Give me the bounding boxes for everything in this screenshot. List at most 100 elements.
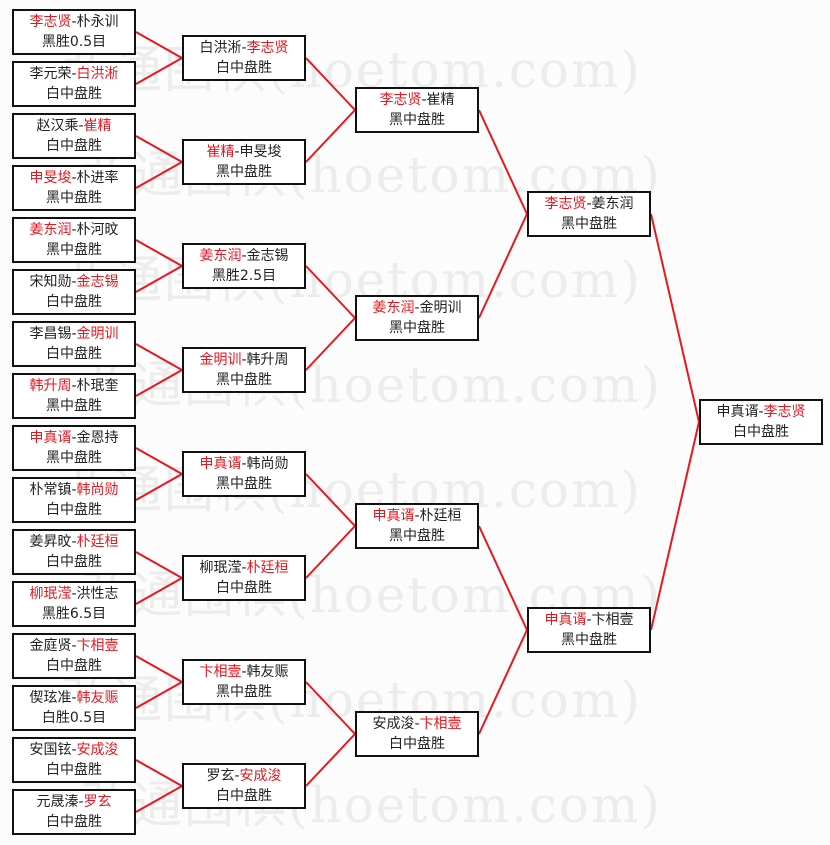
match-result: 白中盘胜 xyxy=(46,502,102,518)
player-black: 姜东润 xyxy=(199,248,242,264)
match-box: 申真谞-李志贤白中盘胜 xyxy=(699,399,823,445)
player-black: 李志贤 xyxy=(379,92,422,108)
bracket-connector xyxy=(305,525,356,579)
bracket-connector xyxy=(135,681,183,709)
player-black: 申真谞 xyxy=(29,430,72,446)
match-players: 元晟溱-罗玄 xyxy=(14,792,134,812)
match-players: 柳珉滢-洪性志 xyxy=(14,584,134,604)
bracket-connector xyxy=(305,733,356,787)
player-white: 白洪淅 xyxy=(76,66,119,82)
player-white: 卞相壹 xyxy=(591,612,634,628)
match-result: 黑中盘胜 xyxy=(389,528,445,544)
player-black: 李志贤 xyxy=(544,196,587,212)
player-black: 安成浚 xyxy=(372,716,415,732)
match-box: 金明训-韩升周黑中盘胜 xyxy=(182,347,306,393)
match-box: 韩升周-朴珉奎黑中盘胜 xyxy=(12,373,136,419)
match-result: 黑中盘胜 xyxy=(561,216,617,232)
player-black: 李元荣 xyxy=(29,66,72,82)
bracket-connector xyxy=(478,109,528,215)
separator: - xyxy=(71,534,77,550)
match-box: 申真谞-卞相壹黑中盘胜 xyxy=(527,607,651,653)
match-players: 姜东润-朴河旼 xyxy=(14,220,134,240)
separator: - xyxy=(71,482,77,498)
bracket-connector xyxy=(135,343,183,371)
match-result: 白中盘胜 xyxy=(46,554,102,570)
separator: - xyxy=(78,118,84,134)
player-white: 金志锡 xyxy=(246,248,289,264)
match-players: 宋知勋-金志锡 xyxy=(14,272,134,292)
player-white: 申旻埈 xyxy=(239,144,282,160)
match-result: 白中盘胜 xyxy=(46,138,102,154)
player-white: 韩尚勋 xyxy=(76,482,119,498)
player-white: 金志锡 xyxy=(76,274,119,290)
separator: - xyxy=(71,222,77,238)
separator: - xyxy=(414,716,420,732)
player-black: 申真谞 xyxy=(372,508,415,524)
bracket-connector xyxy=(135,31,183,59)
bracket-connector xyxy=(135,57,183,85)
player-black: 安国铉 xyxy=(29,742,72,758)
player-black: 申真谞 xyxy=(544,612,587,628)
match-players: 申旻埈-朴进率 xyxy=(14,168,134,188)
bracket-connector xyxy=(135,239,183,267)
match-players: 朴常镇-韩尚勋 xyxy=(14,480,134,500)
match-result: 黑中盘胜 xyxy=(216,684,272,700)
bracket-connector xyxy=(305,317,356,371)
match-box: 申旻埈-朴进率黑中盘胜 xyxy=(12,165,136,211)
match-players: 姜东润-金志锡 xyxy=(184,246,304,266)
match-players: 偰玹准-韩友赈 xyxy=(14,688,134,708)
bracket-connector xyxy=(305,473,356,527)
player-black: 金庭贤 xyxy=(29,638,72,654)
bracket-connector xyxy=(135,759,183,787)
player-white: 朴廷桓 xyxy=(419,508,462,524)
player-black: 李昌锡 xyxy=(29,326,72,342)
player-white: 金明训 xyxy=(76,326,119,342)
match-players: 韩升周-朴珉奎 xyxy=(14,376,134,396)
player-white: 朴廷桓 xyxy=(246,560,289,576)
player-white: 安成浚 xyxy=(76,742,119,758)
player-white: 金明训 xyxy=(419,300,462,316)
match-box: 李志贤-朴永训黑胜0.5目 xyxy=(12,9,136,55)
separator: - xyxy=(241,456,247,472)
match-result: 黑中盘胜 xyxy=(46,242,102,258)
player-black: 柳珉滢 xyxy=(199,560,242,576)
match-result: 黑中盘胜 xyxy=(216,164,272,180)
match-result: 白中盘胜 xyxy=(216,580,272,596)
player-black: 柳珉滢 xyxy=(29,586,72,602)
separator: - xyxy=(414,300,420,316)
match-result: 白胜0.5目 xyxy=(41,710,107,726)
match-box: 李元荣-白洪淅白中盘胜 xyxy=(12,61,136,107)
match-result: 白中盘胜 xyxy=(46,658,102,674)
player-white: 朴廷桓 xyxy=(76,534,119,550)
bracket-connector xyxy=(135,135,183,163)
player-black: 罗玄 xyxy=(206,768,235,784)
separator: - xyxy=(234,144,240,160)
match-box: 申真谞-韩尚勋黑中盘胜 xyxy=(182,451,306,497)
match-result: 黑中盘胜 xyxy=(389,112,445,128)
player-white: 朴永训 xyxy=(76,14,119,30)
match-players: 申真谞-韩尚勋 xyxy=(184,454,304,474)
player-white: 韩尚勋 xyxy=(246,456,289,472)
match-players: 申真谞-朴廷桓 xyxy=(357,506,477,526)
player-black: 申旻埈 xyxy=(29,170,72,186)
player-black: 朴常镇 xyxy=(29,482,72,498)
bracket-connector xyxy=(135,577,183,605)
bracket-connector xyxy=(135,161,183,189)
player-black: 偰玹准 xyxy=(29,690,72,706)
match-players: 白洪淅-李志贤 xyxy=(184,38,304,58)
player-white: 李志贤 xyxy=(763,404,806,420)
match-result: 黑中盘胜 xyxy=(216,476,272,492)
match-box: 白洪淅-李志贤白中盘胜 xyxy=(182,35,306,81)
player-white: 安成浚 xyxy=(239,768,282,784)
player-white: 卞相壹 xyxy=(419,716,462,732)
bracket-connector xyxy=(135,265,183,293)
bracket-connector xyxy=(305,265,356,319)
match-box: 安国铉-安成浚白中盘胜 xyxy=(12,737,136,783)
match-players: 柳珉滢-朴廷桓 xyxy=(184,558,304,578)
bracket-connector xyxy=(135,369,183,397)
match-players: 安成浚-卞相壹 xyxy=(357,714,477,734)
match-players: 赵汉乘-崔精 xyxy=(14,116,134,136)
player-black: 赵汉乘 xyxy=(36,118,79,134)
match-players: 申真谞-卞相壹 xyxy=(529,610,649,630)
match-result: 黑中盘胜 xyxy=(46,450,102,466)
